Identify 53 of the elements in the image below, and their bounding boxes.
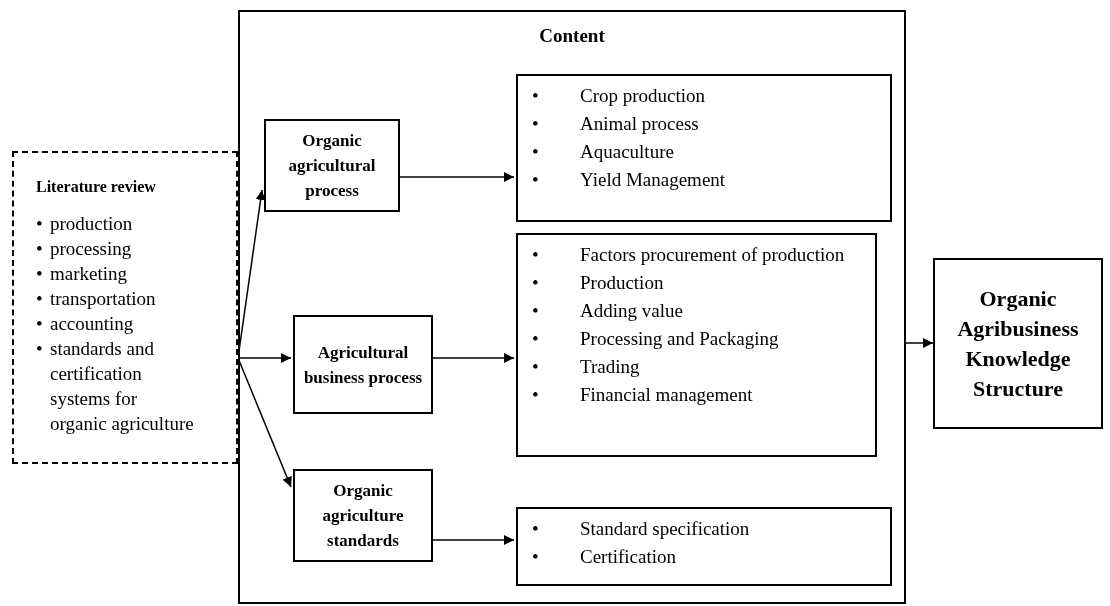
- bullet-marker: •: [532, 243, 540, 267]
- process-box: [933, 258, 1103, 429]
- bullet-marker: •: [36, 212, 44, 236]
- process-box: [293, 469, 433, 562]
- bullet-item: production: [50, 212, 133, 236]
- bullet-item: Trading: [580, 355, 640, 379]
- bullet-marker: •: [36, 237, 44, 261]
- bullet-marker: •: [532, 383, 540, 407]
- bullet-item: Certification: [580, 545, 677, 569]
- bullet-marker: •: [532, 327, 540, 351]
- box-title: Organic agriculture standards: [321, 480, 405, 552]
- box-title: Agricultural business process: [303, 341, 423, 389]
- bullet-marker: •: [532, 84, 540, 108]
- panel-heading: Content: [538, 26, 606, 45]
- bullet-item: standards and certification systems for organic agriculture: [50, 337, 194, 436]
- bullet-item: transportation: [50, 287, 156, 311]
- box-title: Organic agricultural process: [287, 130, 377, 202]
- bullet-marker: •: [36, 262, 44, 286]
- bullet-marker: •: [532, 271, 540, 295]
- bullet-marker: •: [532, 112, 540, 136]
- bullet-marker: •: [532, 545, 540, 569]
- bullet-item: Processing and Packaging: [580, 327, 779, 351]
- process-box: [293, 315, 433, 414]
- list-box: [516, 74, 892, 222]
- bullet-item: marketing: [50, 262, 128, 286]
- list-box: [516, 507, 892, 586]
- bullet-item: Production: [580, 271, 664, 295]
- bullet-marker: •: [532, 299, 540, 323]
- list-box: [516, 233, 877, 457]
- bullet-item: Financial management: [580, 383, 753, 407]
- bullet-item: Factors procurement of production: [580, 243, 845, 267]
- arrow: [905, 338, 934, 348]
- bullet-item: Aquaculture: [580, 140, 674, 164]
- bullet-marker: •: [532, 517, 540, 541]
- bullet-marker: •: [532, 355, 540, 379]
- list-heading: Literature review: [36, 177, 157, 197]
- bullet-item: Animal process: [580, 112, 699, 136]
- group-frame: [238, 10, 906, 604]
- list-box: [12, 151, 238, 464]
- bullet-marker: •: [36, 312, 44, 336]
- bullet-item: Adding value: [580, 299, 683, 323]
- bullet-marker: •: [532, 168, 540, 192]
- bullet-item: Standard specification: [580, 517, 750, 541]
- bullet-marker: •: [36, 287, 44, 311]
- bullet-item: accounting: [50, 312, 134, 336]
- box-title: Organic Agribusiness Knowledge Structure: [956, 284, 1080, 403]
- process-box: [264, 119, 400, 212]
- bullet-item: processing: [50, 237, 132, 261]
- bullet-marker: •: [532, 140, 540, 164]
- bullet-item: Crop production: [580, 84, 706, 108]
- arrow: [237, 353, 292, 363]
- bullet-marker: •: [36, 337, 44, 361]
- bullet-item: Yield Management: [580, 168, 726, 192]
